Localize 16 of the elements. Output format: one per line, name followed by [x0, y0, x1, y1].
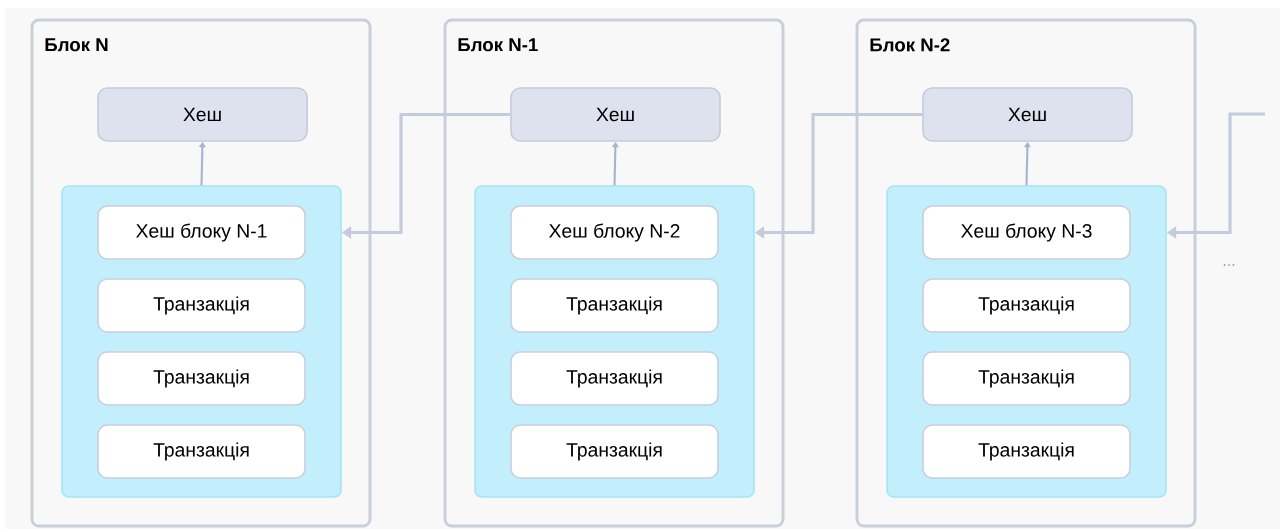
record-box: Транзакція [97, 424, 306, 479]
record-box: Транзакція [97, 351, 306, 406]
record-box: Транзакція [510, 424, 719, 479]
hash-box: Хеш [922, 87, 1133, 142]
record-box: Транзакція [510, 278, 719, 333]
hash-box: Хеш [510, 87, 721, 142]
record-box: Транзакція [97, 278, 306, 333]
record-box: Транзакція [510, 351, 719, 406]
record-box: Транзакція [922, 424, 1131, 479]
record-box: Хеш блоку N-1 [97, 205, 306, 260]
record-box: Транзакція [922, 351, 1131, 406]
ellipsis-label: ... [1223, 264, 1235, 266]
record-box: Хеш блоку N-3 [922, 205, 1131, 260]
record-box: Транзакція [922, 278, 1131, 333]
hash-box: Хеш [97, 87, 308, 142]
record-box: Хеш блоку N-2 [510, 205, 719, 260]
